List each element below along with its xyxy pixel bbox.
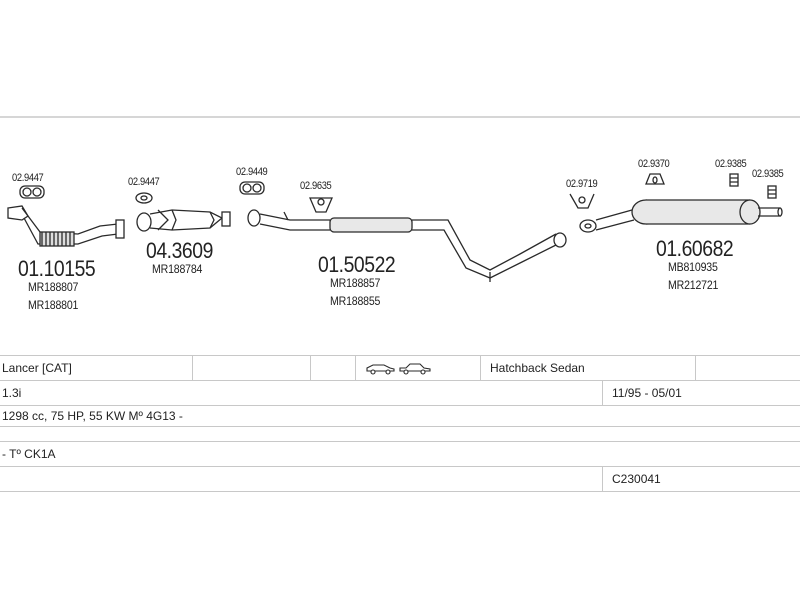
exhaust-drawing	[7, 173, 783, 282]
clamp-1-code: 02.9447	[12, 172, 44, 184]
body-type-icons	[366, 363, 431, 375]
chassis-cell: - Tº CK1A	[2, 447, 56, 461]
middle-silencer-icon	[247, 209, 567, 282]
catalog-cell: C230041	[612, 472, 661, 486]
spec-cell: 1298 cc, 75 HP, 55 KW Mº 4G13 -	[2, 409, 183, 423]
front-pipe-oem-1: MR188807	[28, 280, 79, 294]
clamp-4-icon	[309, 197, 333, 213]
engine-cell: 1.3i	[2, 386, 22, 400]
model-cell: Lancer [CAT]	[2, 361, 72, 375]
clamp-5-icon	[569, 193, 595, 209]
rear-silencer-oem-1: MB810935	[668, 260, 718, 274]
front-pipe-code: 01.10155	[18, 256, 96, 281]
clamp-3-code: 02.9449	[236, 166, 268, 178]
clamp-6-code: 02.9370	[638, 158, 670, 170]
catalyst-oem-1: MR188784	[152, 262, 203, 276]
rear-silencer-icon	[579, 199, 783, 233]
clamp-1-icon	[19, 185, 45, 199]
rear-silencer-oem-2: MR212721	[668, 278, 719, 292]
clamp-4-code: 02.9635	[300, 180, 332, 192]
clamp-2-code: 02.9447	[128, 176, 160, 188]
middle-silencer-code: 01.50522	[318, 252, 396, 277]
table-row-spacer	[0, 426, 800, 441]
middle-silencer-oem-1: MR188857	[330, 276, 381, 290]
sedan-car-icon	[399, 363, 431, 375]
clamp-8-icon	[767, 185, 777, 199]
rear-silencer-code: 01.60682	[656, 236, 734, 261]
clamp-5-code: 02.9719	[566, 178, 598, 190]
catalyst-code: 04.3609	[146, 238, 213, 263]
middle-silencer-oem-2: MR188855	[330, 294, 381, 308]
front-pipe-icon	[7, 205, 125, 247]
hatchback-car-icon	[366, 364, 395, 375]
body-type-cell: Hatchback Sedan	[490, 361, 585, 375]
front-pipe-oem-2: MR188801	[28, 298, 79, 312]
table-row-catalog: C230041	[0, 466, 800, 492]
table-row-chassis: - Tº CK1A	[0, 441, 800, 466]
clamp-8-code: 02.9385	[752, 168, 784, 180]
clamp-7-icon	[729, 173, 739, 187]
table-row-spec: 1298 cc, 75 HP, 55 KW Mº 4G13 -	[0, 405, 800, 426]
catalyst-icon	[136, 209, 231, 232]
clamp-2-icon	[135, 192, 153, 204]
exhaust-diagram: 02.9447 02.9447 02.9449 02.9635 02.9719 …	[0, 120, 800, 350]
top-divider	[0, 116, 800, 118]
clamp-3-icon	[239, 181, 265, 195]
table-row-engine: 1.3i 11/95 - 05/01	[0, 380, 800, 405]
clamp-7-code: 02.9385	[715, 158, 747, 170]
table-row-model: Lancer [CAT] Hatchback Sedan	[0, 355, 800, 380]
vehicle-table: Lancer [CAT] Hatchback Sedan 1.3i	[0, 355, 800, 492]
years-cell: 11/95 - 05/01	[612, 386, 682, 400]
body-icons-cell	[362, 356, 482, 380]
clamp-6-icon	[645, 173, 665, 185]
